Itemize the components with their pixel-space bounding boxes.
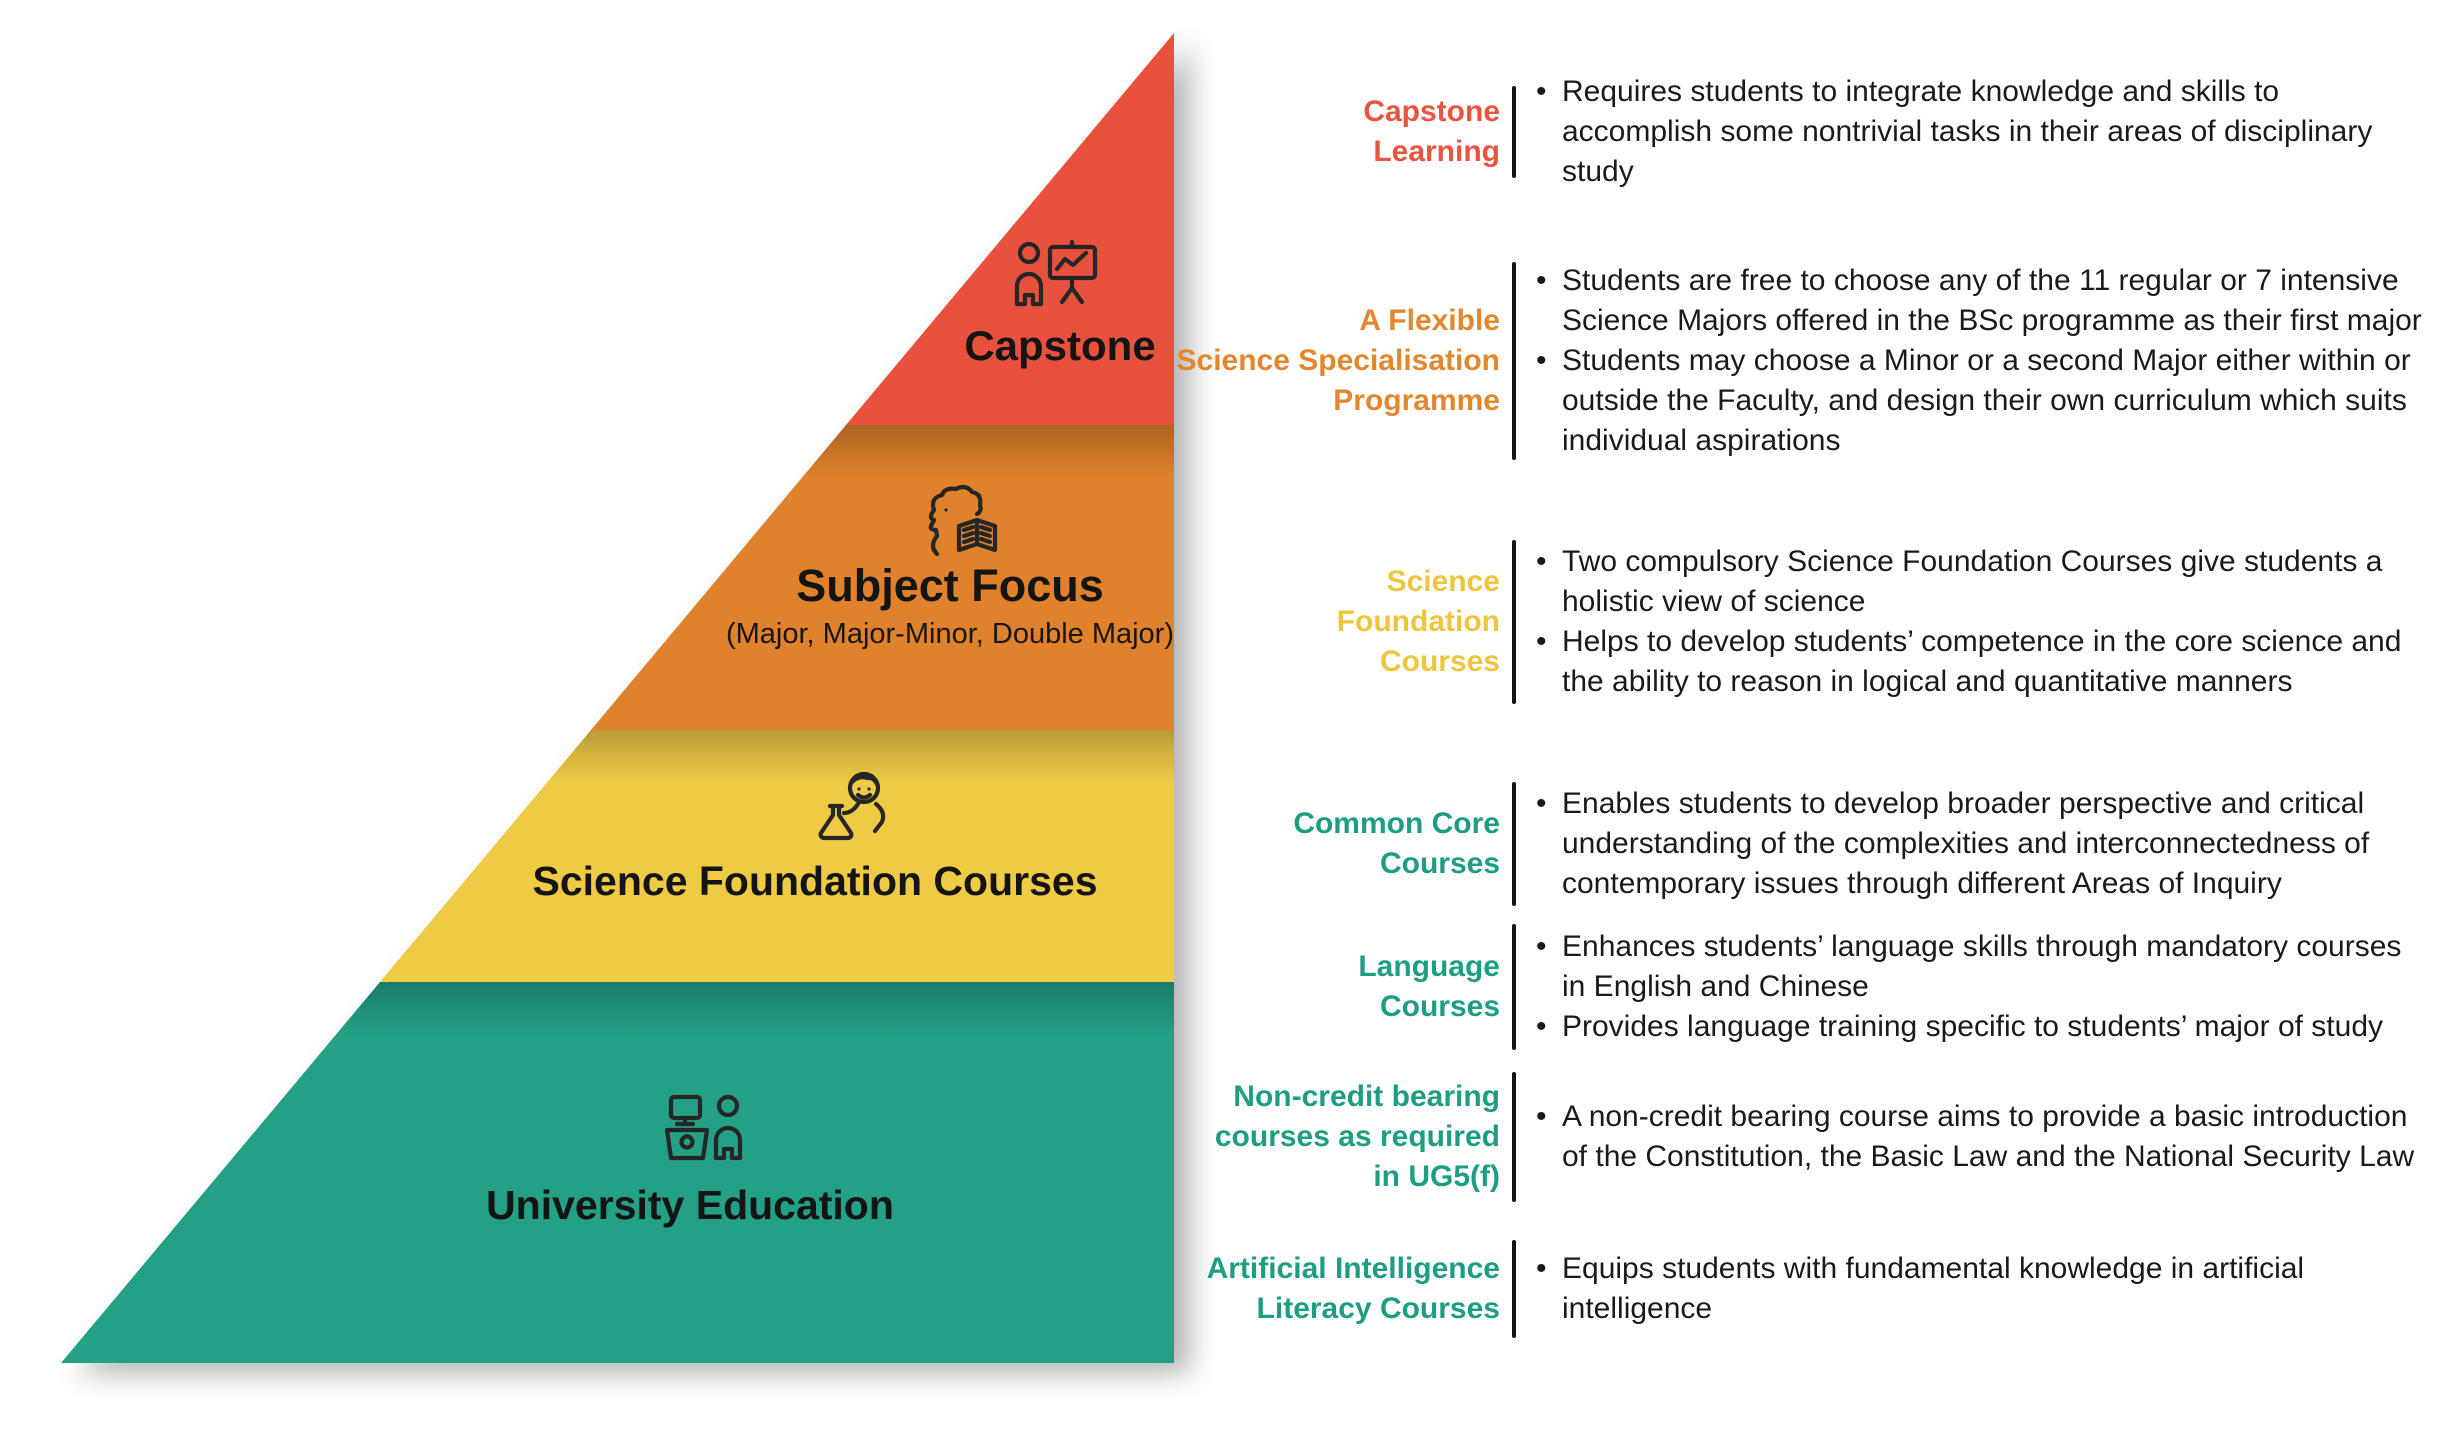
science-foundation-title: Science Foundation Courses — [532, 858, 1098, 904]
bullet-list: Two compulsory Science Foundation Course… — [1516, 542, 2432, 702]
divider — [1512, 1240, 1516, 1338]
pyramid-label-university-education: University Education — [430, 1182, 950, 1229]
scientist-flask-icon — [806, 770, 904, 856]
bullet-item: A non-credit bearing course aims to prov… — [1536, 1097, 2432, 1177]
heading-line: Common Core — [1293, 807, 1500, 840]
detail-language-courses: Language Courses Enhances students’ lang… — [980, 924, 2432, 1050]
seam-shadow-1 — [802, 425, 1174, 478]
heading-line: Language — [1358, 950, 1500, 983]
heading-line: Programme — [1333, 384, 1500, 417]
bullet-list: A non-credit bearing course aims to prov… — [1516, 1097, 2432, 1177]
bullet-list: Requires students to integrate knowledge… — [1516, 72, 2432, 192]
detail-heading: Artificial Intelligence Literacy Courses — [980, 1249, 1500, 1329]
heading-line: Courses — [1379, 645, 1500, 678]
pyramid-label-capstone: Capstone — [930, 322, 1190, 370]
divider — [1512, 1072, 1516, 1202]
divider — [1512, 540, 1516, 704]
heading-line: Courses — [1379, 990, 1500, 1023]
heading-line: Courses — [1379, 847, 1500, 880]
bullet-item: Helps to develop students’ competence in… — [1536, 622, 2432, 702]
seam-shadow-3 — [336, 982, 1174, 1035]
heading-line: Learning — [1373, 135, 1500, 168]
detail-heading: Science Foundation Courses — [980, 562, 1500, 682]
subject-focus-subtitle: (Major, Major-Minor, Double Major) — [725, 618, 1174, 650]
heading-line: Artificial Intelligence — [1206, 1252, 1500, 1285]
bullet-item: Students are free to choose any of the 1… — [1536, 261, 2432, 341]
layer-science-foundation — [380, 730, 1174, 982]
heading-line: Foundation — [1336, 605, 1500, 638]
heading-line: Science Specialisation — [1176, 344, 1500, 377]
bullet-list: Enables students to develop broader pers… — [1516, 784, 2432, 904]
person-reading-icon — [908, 484, 1012, 564]
detail-flexible-specialisation: A Flexible Science Specialisation Progra… — [980, 261, 2432, 461]
detail-science-foundation-courses: Science Foundation Courses Two compulsor… — [980, 540, 2432, 704]
presenter-icon — [1008, 240, 1102, 328]
heading-line: Capstone — [1363, 95, 1500, 128]
divider — [1512, 86, 1516, 178]
heading-line: in UG5(f) — [1373, 1160, 1500, 1193]
detail-heading: Capstone Learning — [980, 92, 1500, 172]
detail-capstone-learning: Capstone Learning Requires students to i… — [980, 72, 2432, 188]
layer-university-education — [61, 982, 1174, 1363]
detail-ai-literacy-courses: Artificial Intelligence Literacy Courses… — [980, 1240, 2432, 1338]
lecturer-podium-icon — [662, 1094, 764, 1182]
university-education-title: University Education — [486, 1182, 894, 1228]
bullet-item: Provides language training specific to s… — [1536, 1007, 2432, 1047]
divider — [1512, 262, 1516, 460]
seam-shadow-2 — [547, 730, 1174, 783]
bullet-item: Enhances students’ language skills throu… — [1536, 927, 2432, 1007]
bullet-list: Equips students with fundamental knowled… — [1516, 1249, 2432, 1329]
detail-heading: Language Courses — [980, 947, 1500, 1027]
layer-subject-focus — [591, 425, 1174, 730]
pyramid-label-science-foundation: Science Foundation Courses — [510, 858, 1120, 905]
heading-line: Non-credit bearing — [1233, 1080, 1500, 1113]
bullet-list: Students are free to choose any of the 1… — [1516, 261, 2432, 461]
heading-line: Literacy Courses — [1256, 1292, 1500, 1325]
detail-heading: Non-credit bearing courses as required i… — [980, 1077, 1500, 1197]
layer-capstone — [846, 33, 1174, 425]
capstone-title: Capstone — [964, 322, 1156, 369]
bullet-item: Enables students to develop broader pers… — [1536, 784, 2432, 904]
bullet-list: Enhances students’ language skills throu… — [1516, 927, 2432, 1047]
bullet-item: Students may choose a Minor or a second … — [1536, 341, 2432, 461]
divider — [1512, 924, 1516, 1050]
bullet-item: Two compulsory Science Foundation Course… — [1536, 542, 2432, 622]
pyramid-label-subject-focus: Subject Focus (Major, Major-Minor, Doubl… — [690, 560, 1210, 651]
detail-heading: A Flexible Science Specialisation Progra… — [980, 301, 1500, 421]
subject-focus-title: Subject Focus — [796, 560, 1104, 611]
detail-non-credit-courses: Non-credit bearing courses as required i… — [980, 1072, 2432, 1202]
heading-line: A Flexible — [1359, 304, 1500, 337]
detail-heading: Common Core Courses — [980, 804, 1500, 884]
bullet-item: Requires students to integrate knowledge… — [1536, 72, 2432, 192]
detail-common-core-courses: Common Core Courses Enables students to … — [980, 782, 2432, 906]
heading-line: Science — [1386, 565, 1500, 598]
heading-line: courses as required — [1214, 1120, 1500, 1153]
divider — [1512, 782, 1516, 906]
bullet-item: Equips students with fundamental knowled… — [1536, 1249, 2432, 1329]
